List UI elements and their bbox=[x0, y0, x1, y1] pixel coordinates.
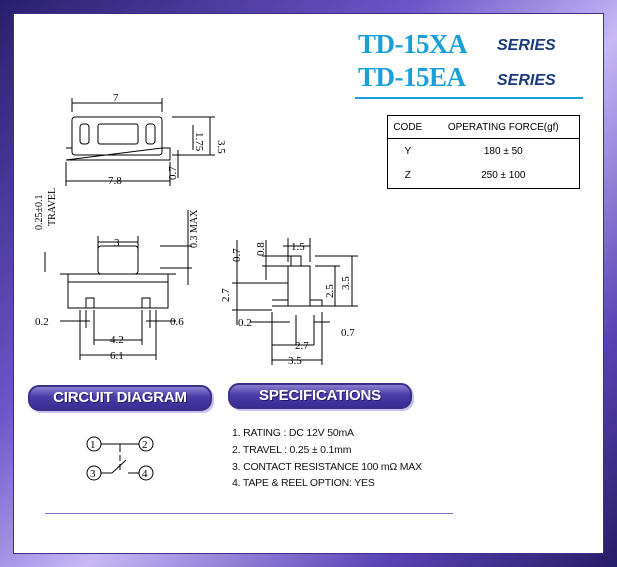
col-header-code: CODE bbox=[387, 115, 428, 139]
force-cell: 250 ± 100 bbox=[481, 170, 526, 182]
col-header-force: OPERATING FORCE(gf) bbox=[427, 115, 580, 139]
dim-top-width: 7 bbox=[113, 92, 119, 104]
dim-max: 0.3 MAX bbox=[189, 209, 200, 248]
dim-actuator-width: 3 bbox=[114, 237, 120, 249]
operating-force-table: CODE OPERATING FORCE(gf) Y 180 ± 50 Z 25… bbox=[387, 115, 580, 189]
top-view-slot-right bbox=[145, 123, 156, 145]
dim-offset: 0.7 bbox=[167, 166, 179, 180]
dim-lead-left: 0.2 bbox=[35, 316, 49, 328]
dim-overall: 6.1 bbox=[110, 350, 124, 362]
top-view-slot-left bbox=[79, 123, 90, 145]
dim-right-height: 3.5 bbox=[215, 140, 227, 154]
table-row: Y 180 ± 50 bbox=[388, 139, 580, 164]
travel-label: TRAVEL bbox=[47, 188, 58, 226]
dim-side-35b: 3.5 bbox=[288, 355, 302, 367]
dim-inner-height: 1.75 bbox=[193, 132, 205, 152]
dim-side-07b: 0.7 bbox=[341, 327, 355, 339]
dim-side-02: 0.2 bbox=[238, 317, 252, 329]
circuit-pin-4: 4 bbox=[142, 468, 148, 480]
circuit-pin-2: 2 bbox=[142, 439, 148, 451]
dim-side-27b: 2.7 bbox=[295, 340, 309, 352]
dim-bottom-width: 7.8 bbox=[108, 175, 122, 187]
dim-travel: 0.25±0.1 bbox=[34, 195, 45, 231]
circuit-pin-1: 1 bbox=[90, 439, 96, 451]
table-row: Z 250 ± 100 bbox=[388, 164, 580, 189]
spec-item-rating: 1. RATING : DC 12V 50mA bbox=[232, 427, 354, 439]
top-view-body bbox=[71, 116, 163, 156]
specifications-heading: SPECIFICATIONS bbox=[228, 383, 412, 409]
series-label-1: SERIES bbox=[497, 37, 556, 54]
front-view-actuator bbox=[97, 245, 139, 275]
dim-side-27: 2.7 bbox=[220, 288, 232, 302]
side-view-body bbox=[287, 265, 311, 307]
dim-lead-right: 0.6 bbox=[170, 316, 184, 328]
spec-item-tape-reel: 4. TAPE & REEL OPTION: YES bbox=[232, 477, 375, 489]
top-view-actuator bbox=[97, 123, 139, 145]
code-cell: Z bbox=[404, 170, 411, 182]
series-label-2: SERIES bbox=[497, 72, 556, 89]
dim-side-35: 3.5 bbox=[340, 276, 352, 290]
dim-side-25: 2.5 bbox=[324, 284, 336, 298]
dim-side-08: 0.8 bbox=[255, 242, 267, 256]
front-view-body bbox=[67, 273, 169, 309]
title-td15ea: TD-15EA bbox=[358, 62, 466, 92]
title-td15xa: TD-15XA bbox=[358, 29, 468, 59]
circuit-diagram bbox=[86, 436, 154, 481]
side-view-actuator bbox=[290, 255, 302, 267]
title-underline bbox=[355, 97, 583, 99]
dim-pad-spacing: 4.2 bbox=[110, 334, 124, 346]
dim-side-top: 1.5 bbox=[291, 241, 305, 253]
circuit-pin-3: 3 bbox=[90, 468, 96, 480]
circuit-diagram-heading: CIRCUIT DIAGRAM bbox=[28, 385, 212, 411]
code-cell: Y bbox=[404, 145, 412, 157]
force-cell: 180 ± 50 bbox=[483, 145, 523, 157]
top-view-leads bbox=[65, 147, 171, 161]
dim-side-07: 0.7 bbox=[231, 248, 243, 262]
spec-item-travel: 2. TRAVEL : 0.25 ± 0.1mm bbox=[232, 444, 352, 456]
bottom-divider bbox=[45, 513, 453, 514]
spec-item-contact-resistance: 3. CONTACT RESISTANCE 100 mΩ MAX bbox=[232, 461, 422, 473]
